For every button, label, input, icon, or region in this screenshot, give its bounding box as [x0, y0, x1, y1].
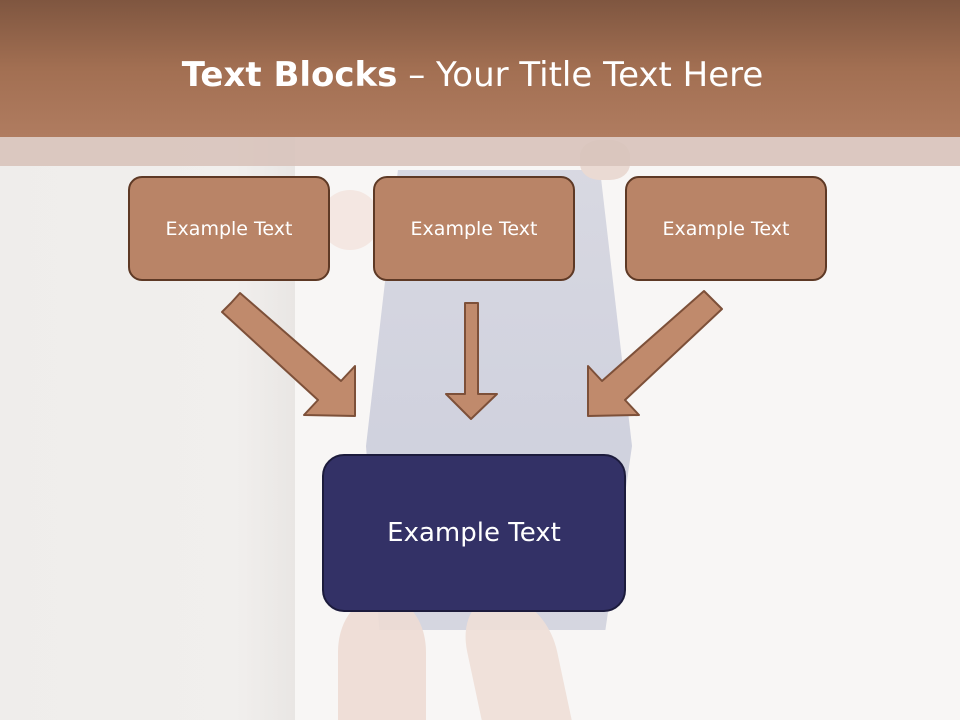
target-text-block-label: Example Text [387, 518, 561, 548]
text-block-1[interactable]: Example Text [128, 176, 330, 281]
text-block-3[interactable]: Example Text [625, 176, 827, 281]
header-band [0, 137, 960, 166]
arrow-center-down [445, 302, 498, 420]
target-text-block[interactable]: Example Text [322, 454, 626, 612]
header-bar [0, 0, 960, 137]
text-block-2[interactable]: Example Text [373, 176, 575, 281]
text-block-1-label: Example Text [165, 217, 293, 240]
title-bold: Text Blocks [181, 55, 398, 95]
title-separator: – [397, 55, 437, 95]
arrow-right-diagonal [587, 290, 723, 417]
text-block-3-label: Example Text [662, 217, 790, 240]
title-rest: Your Title Text Here [436, 55, 764, 95]
arrow-left-diagonal [221, 292, 356, 417]
slide-title: Text Blocks – Your Title Text Here [0, 52, 945, 98]
background-arm [320, 190, 380, 250]
background-leg-left [338, 600, 426, 720]
text-block-2-label: Example Text [410, 217, 538, 240]
